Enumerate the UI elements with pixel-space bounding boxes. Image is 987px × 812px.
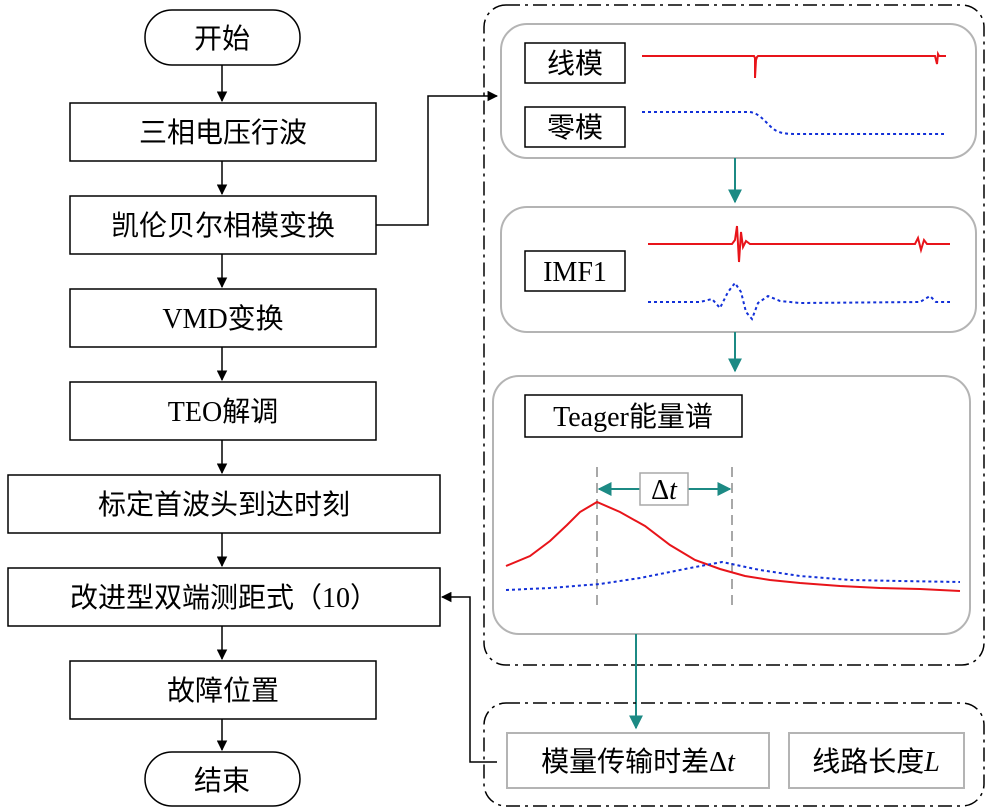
outputs-container [483,702,985,807]
step-label-karenbauer: 凯伦贝尔相模变换 [111,210,335,242]
step-label-voltage-wave: 三相电压行波 [139,117,307,149]
energy-panel: Teager能量谱 Δt [492,375,971,635]
line-length-label: 线路长度L [812,746,940,778]
energy-label-box [524,394,743,438]
connector-from-outputs [440,591,497,763]
start-label: 开始 [194,23,250,55]
imf-line-mode-waveform [648,225,950,263]
step-box-fault-location [69,660,377,720]
step-box-double-ended-formula [7,567,441,627]
imf-panel-frame [500,206,977,333]
imf-label-box [524,250,626,292]
step-label-double-ended-formula: 改进型双端测距式（10） [70,582,378,614]
zero-mode-label: 零模 [547,112,603,144]
step-box-karenbauer [69,195,377,255]
step-label-fault-location: 故障位置 [167,675,279,707]
zero-mode-label-box [524,106,626,148]
step-label-arrival-time: 标定首波头到达时刻 [98,489,350,521]
time-difference-box [506,732,770,789]
imf-label: IMF1 [543,257,607,288]
step-box-vmd [69,288,377,348]
energy-label: Teager能量谱 [553,401,713,433]
signal-processing-container [483,4,985,666]
line-length-box [788,732,965,789]
line-mode-waveform [642,50,946,79]
step-label-teo: TEO解调 [168,396,278,428]
step-box-teo [69,381,377,441]
delta-t-label: Δt [651,475,678,506]
flowchart-left: 开始 三相电压行波 凯伦贝尔相模变换 VMD变换 TEO解调 标定首波头到达时刻… [7,9,441,807]
imf-panel: IMF1 [500,206,977,333]
zero-mode-waveform [642,111,944,135]
mode-panel: 线模 零模 [500,23,977,159]
line-mode-energy-curve [505,500,961,592]
step-box-arrival-time [7,474,441,534]
step-box-voltage-wave [69,102,377,162]
end-label: 结束 [194,765,250,797]
zero-mode-energy-curve [505,560,961,591]
line-mode-label-box [524,42,626,84]
imf-zero-mode-waveform [648,281,950,321]
end-terminal [144,751,301,807]
line-mode-label: 线模 [547,48,603,80]
connector-to-mode-panel [376,90,499,226]
step-label-vmd: VMD变换 [162,303,283,335]
delta-t-label-box [639,472,689,506]
time-difference-label: 模量传输时差Δt [541,746,736,778]
